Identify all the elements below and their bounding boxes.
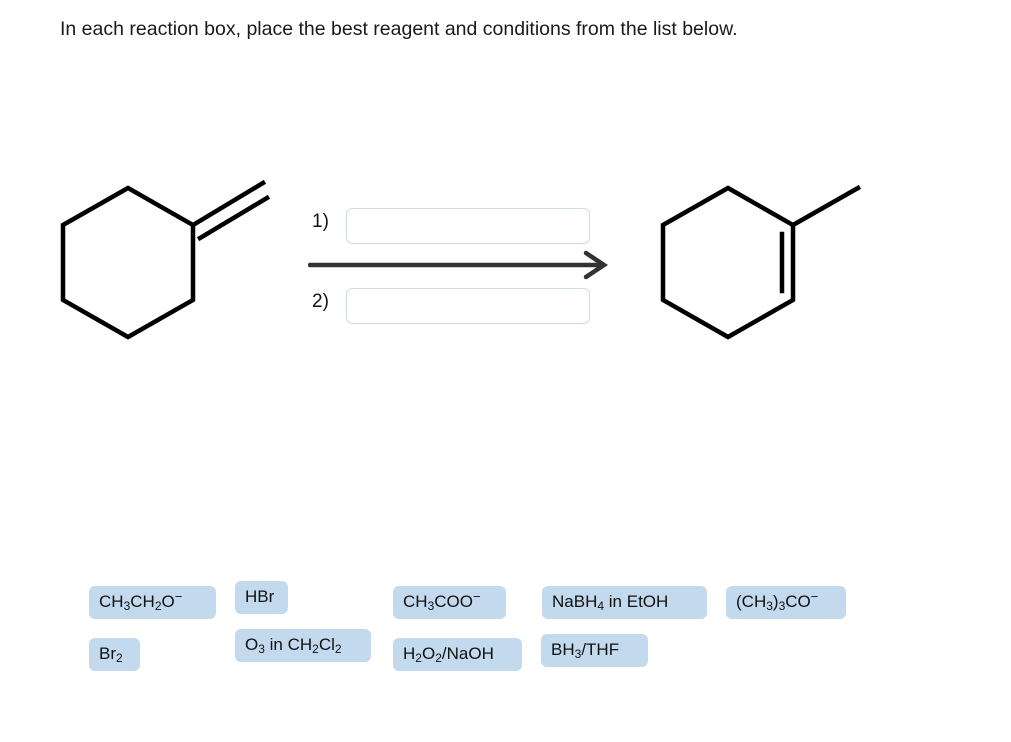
reagent-bank: CH3CH2O− HBr CH3COO− NaBH4 in EtOH (CH3)3CO−… [0,560,1011,690]
reagent-chip-h2o2-naoh[interactable]: H2O2/NaOH [393,638,522,671]
step-1-label: 1) [312,211,329,232]
reagent-chip-hbr[interactable]: HBr [235,581,288,614]
reaction-scheme: 1) 2) [0,150,1011,380]
reagent-chip-o3-ch2cl2[interactable]: O3 in CH2Cl2 [235,629,371,662]
arrow-right-icon [308,250,609,280]
reagent-dropbox-1[interactable] [346,208,590,244]
reagent-chip-bh3-thf[interactable]: BH3/THF [541,634,648,667]
reactant-structure-methylenecyclohexane [60,179,271,340]
reaction-arrow-group: 1) 2) [300,150,620,380]
reagent-chip-tert-butoxide[interactable]: (CH3)3CO− [726,586,846,619]
reagent-chip-br2[interactable]: Br2 [89,638,140,671]
reagent-chip-acetate[interactable]: CH3COO− [393,586,506,619]
product-structure-1-methylcyclohexene [660,184,862,340]
page-title: In each reaction box, place the best rea… [60,18,738,40]
reagent-dropbox-2[interactable] [346,288,590,324]
reagent-chip-nabh4-etoh[interactable]: NaBH4 in EtOH [542,586,707,619]
step-2-label: 2) [312,291,329,312]
reagent-chip-ethoxide[interactable]: CH3CH2O− [89,586,216,619]
